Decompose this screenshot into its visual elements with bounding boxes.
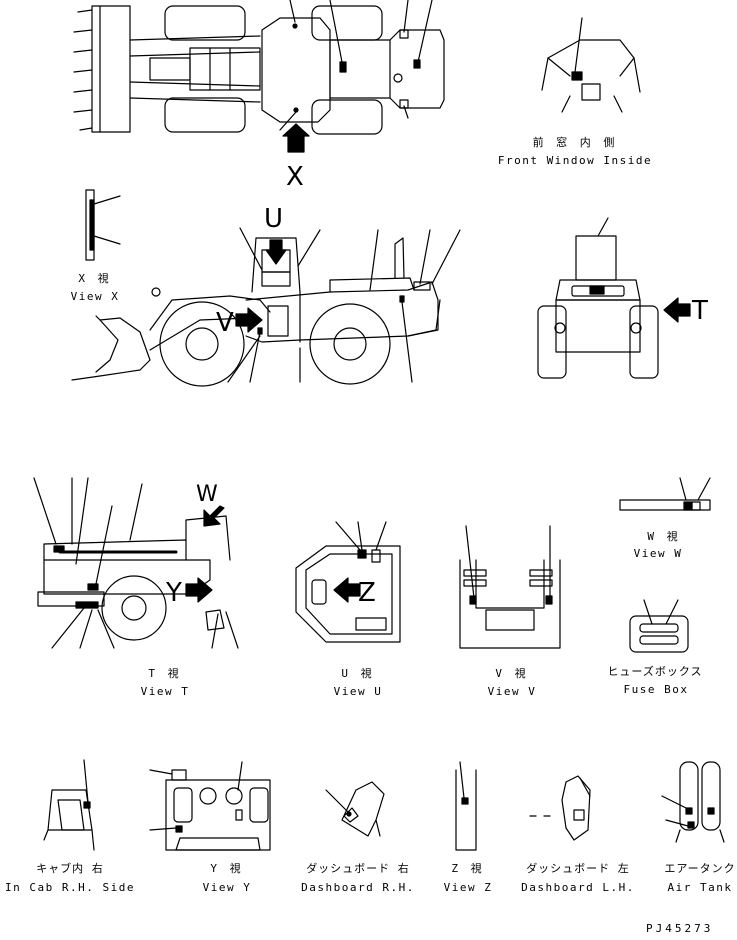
caption-fuse-box-jp: ヒューズボックス [607,665,703,678]
view-z-detail [455,761,477,851]
fuse-box-detail [629,599,689,653]
caption-view-t-en: View T [140,685,190,698]
caption-dash-rh-en: Dashboard R.H. [301,881,415,894]
view-v-detail [459,525,561,649]
view-marker-z: Z [358,578,376,608]
caption-in-cab-jp: キャブ内 右 [36,862,104,875]
view-marker-v: V [216,308,234,338]
caption-view-y-en: View Y [202,881,252,894]
view-marker-x: X [286,162,304,192]
caption-view-z-jp: Z 視 [451,862,485,875]
caption-view-u-jp: U 視 [341,667,375,680]
view-marker-w: W [196,482,218,507]
view-w-detail [619,477,711,511]
caption-front-window-en: Front Window Inside [497,154,653,167]
caption-air-tank-jp: エアータンク [664,862,736,875]
caption-view-t-jp: T 視 [148,667,182,680]
caption-view-x-jp: X 視 [78,272,112,285]
caption-view-y-jp: Y 視 [210,862,244,875]
loader-rear-view [537,217,691,379]
dashboard-rh-detail [325,781,385,837]
caption-view-v-jp: V 視 [495,667,529,680]
view-u-detail [295,521,401,643]
view-x-detail [85,189,121,261]
loader-side-view [71,227,461,387]
caption-view-u-en: View U [333,685,383,698]
caption-view-w-jp: W 視 [647,530,681,543]
loader-top-view [73,0,445,153]
in-cab-rh-detail [43,759,95,851]
view-t-detail [33,477,239,649]
caption-dash-lh-jp: ダッシュボード 左 [526,862,630,875]
view-marker-t: T [692,296,708,326]
caption-dash-rh-jp: ダッシュボード 右 [306,862,410,875]
view-marker-u: U [264,204,284,234]
caption-air-tank-en: Air Tank [667,881,733,894]
caption-fuse-box-en: Fuse Box [623,683,689,696]
air-tank-detail [661,761,725,843]
view-y-detail [149,761,271,851]
caption-view-z-en: View Z [443,881,493,894]
caption-view-x-en: View X [70,290,120,303]
drawing-code: PJ45273 [646,922,714,935]
caption-dash-lh-en: Dashboard L.H. [521,881,635,894]
caption-in-cab-en: In Cab R.H. Side [5,881,135,894]
caption-view-v-en: View V [487,685,537,698]
dashboard-lh-detail [529,775,591,841]
caption-front-window-jp: 前 窓 内 側 [532,136,618,149]
front-window-inside [541,17,641,113]
view-marker-y: Y [166,578,182,608]
caption-view-w-en: View W [633,547,683,560]
